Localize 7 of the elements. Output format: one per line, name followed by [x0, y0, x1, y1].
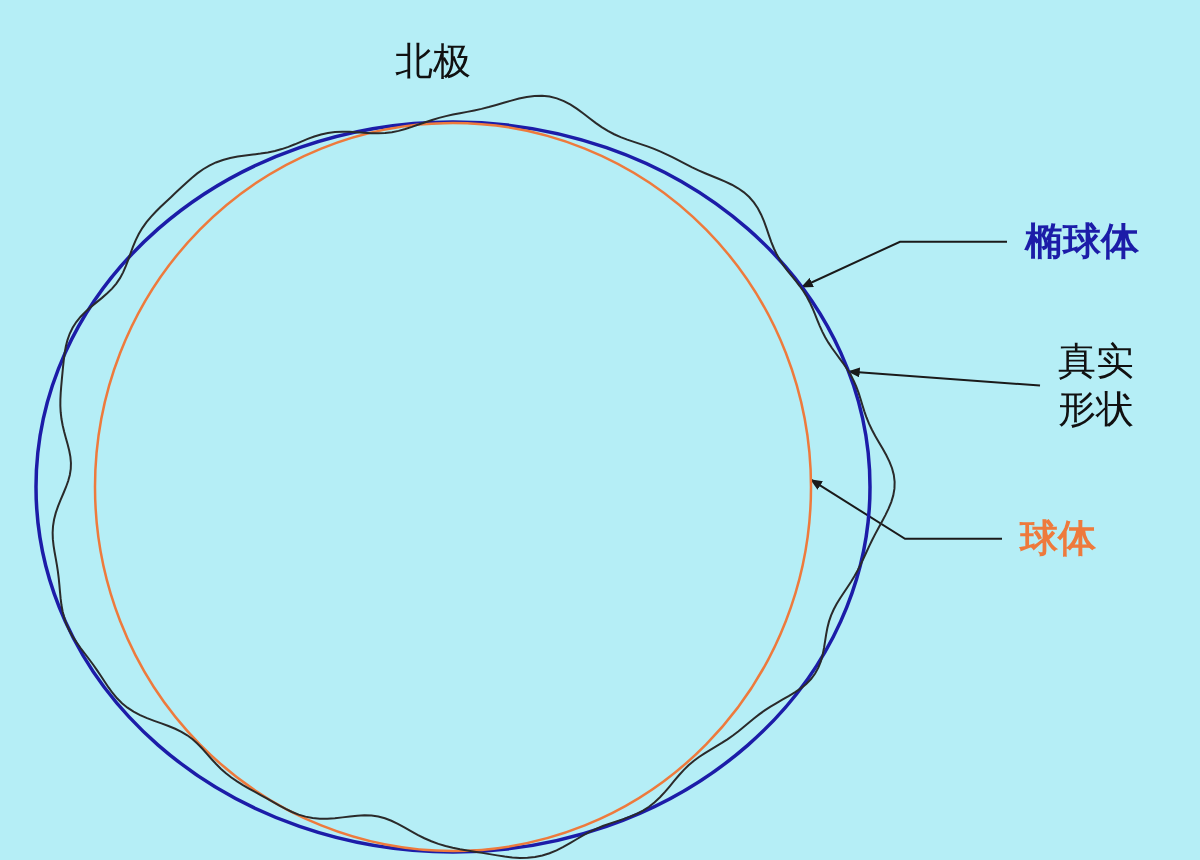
- leader-line: [809, 478, 1003, 540]
- leader-line: [800, 240, 1008, 288]
- leader-line: [847, 367, 1041, 387]
- callout-label: 真实形状: [1058, 338, 1142, 433]
- callout-label: 椭球体: [1025, 218, 1185, 266]
- callout-label: 球体: [1020, 515, 1130, 563]
- pole-label: 北极: [395, 38, 471, 85]
